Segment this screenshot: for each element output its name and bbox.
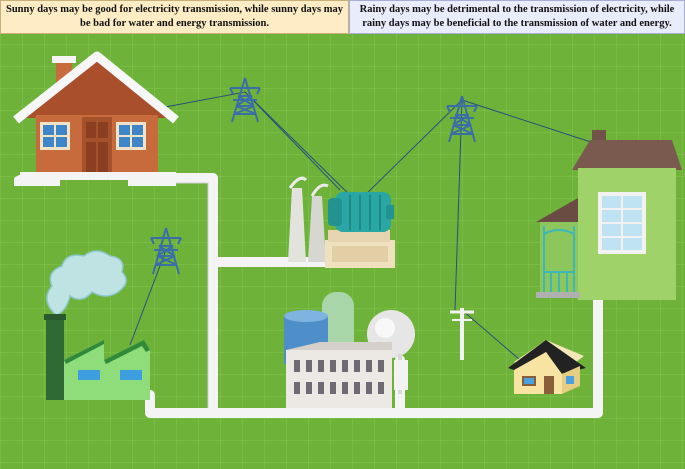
rainy-days-caption: Rainy days may be detrimental to the tra…	[349, 0, 685, 34]
utility-pole-icon	[450, 308, 474, 360]
brick-house-icon	[13, 51, 179, 186]
sunny-days-caption: Sunny days may be good for electricity t…	[0, 0, 349, 34]
transmission-tower-icon	[446, 95, 478, 143]
industrial-plant-icon	[284, 292, 415, 408]
small-cottage-icon	[508, 340, 586, 394]
transmission-tower-icon	[229, 77, 261, 123]
green-house-icon	[536, 130, 682, 300]
power-plant-icon	[288, 176, 395, 268]
transmission-tower-icon	[150, 227, 182, 275]
factory-icon	[44, 250, 150, 400]
